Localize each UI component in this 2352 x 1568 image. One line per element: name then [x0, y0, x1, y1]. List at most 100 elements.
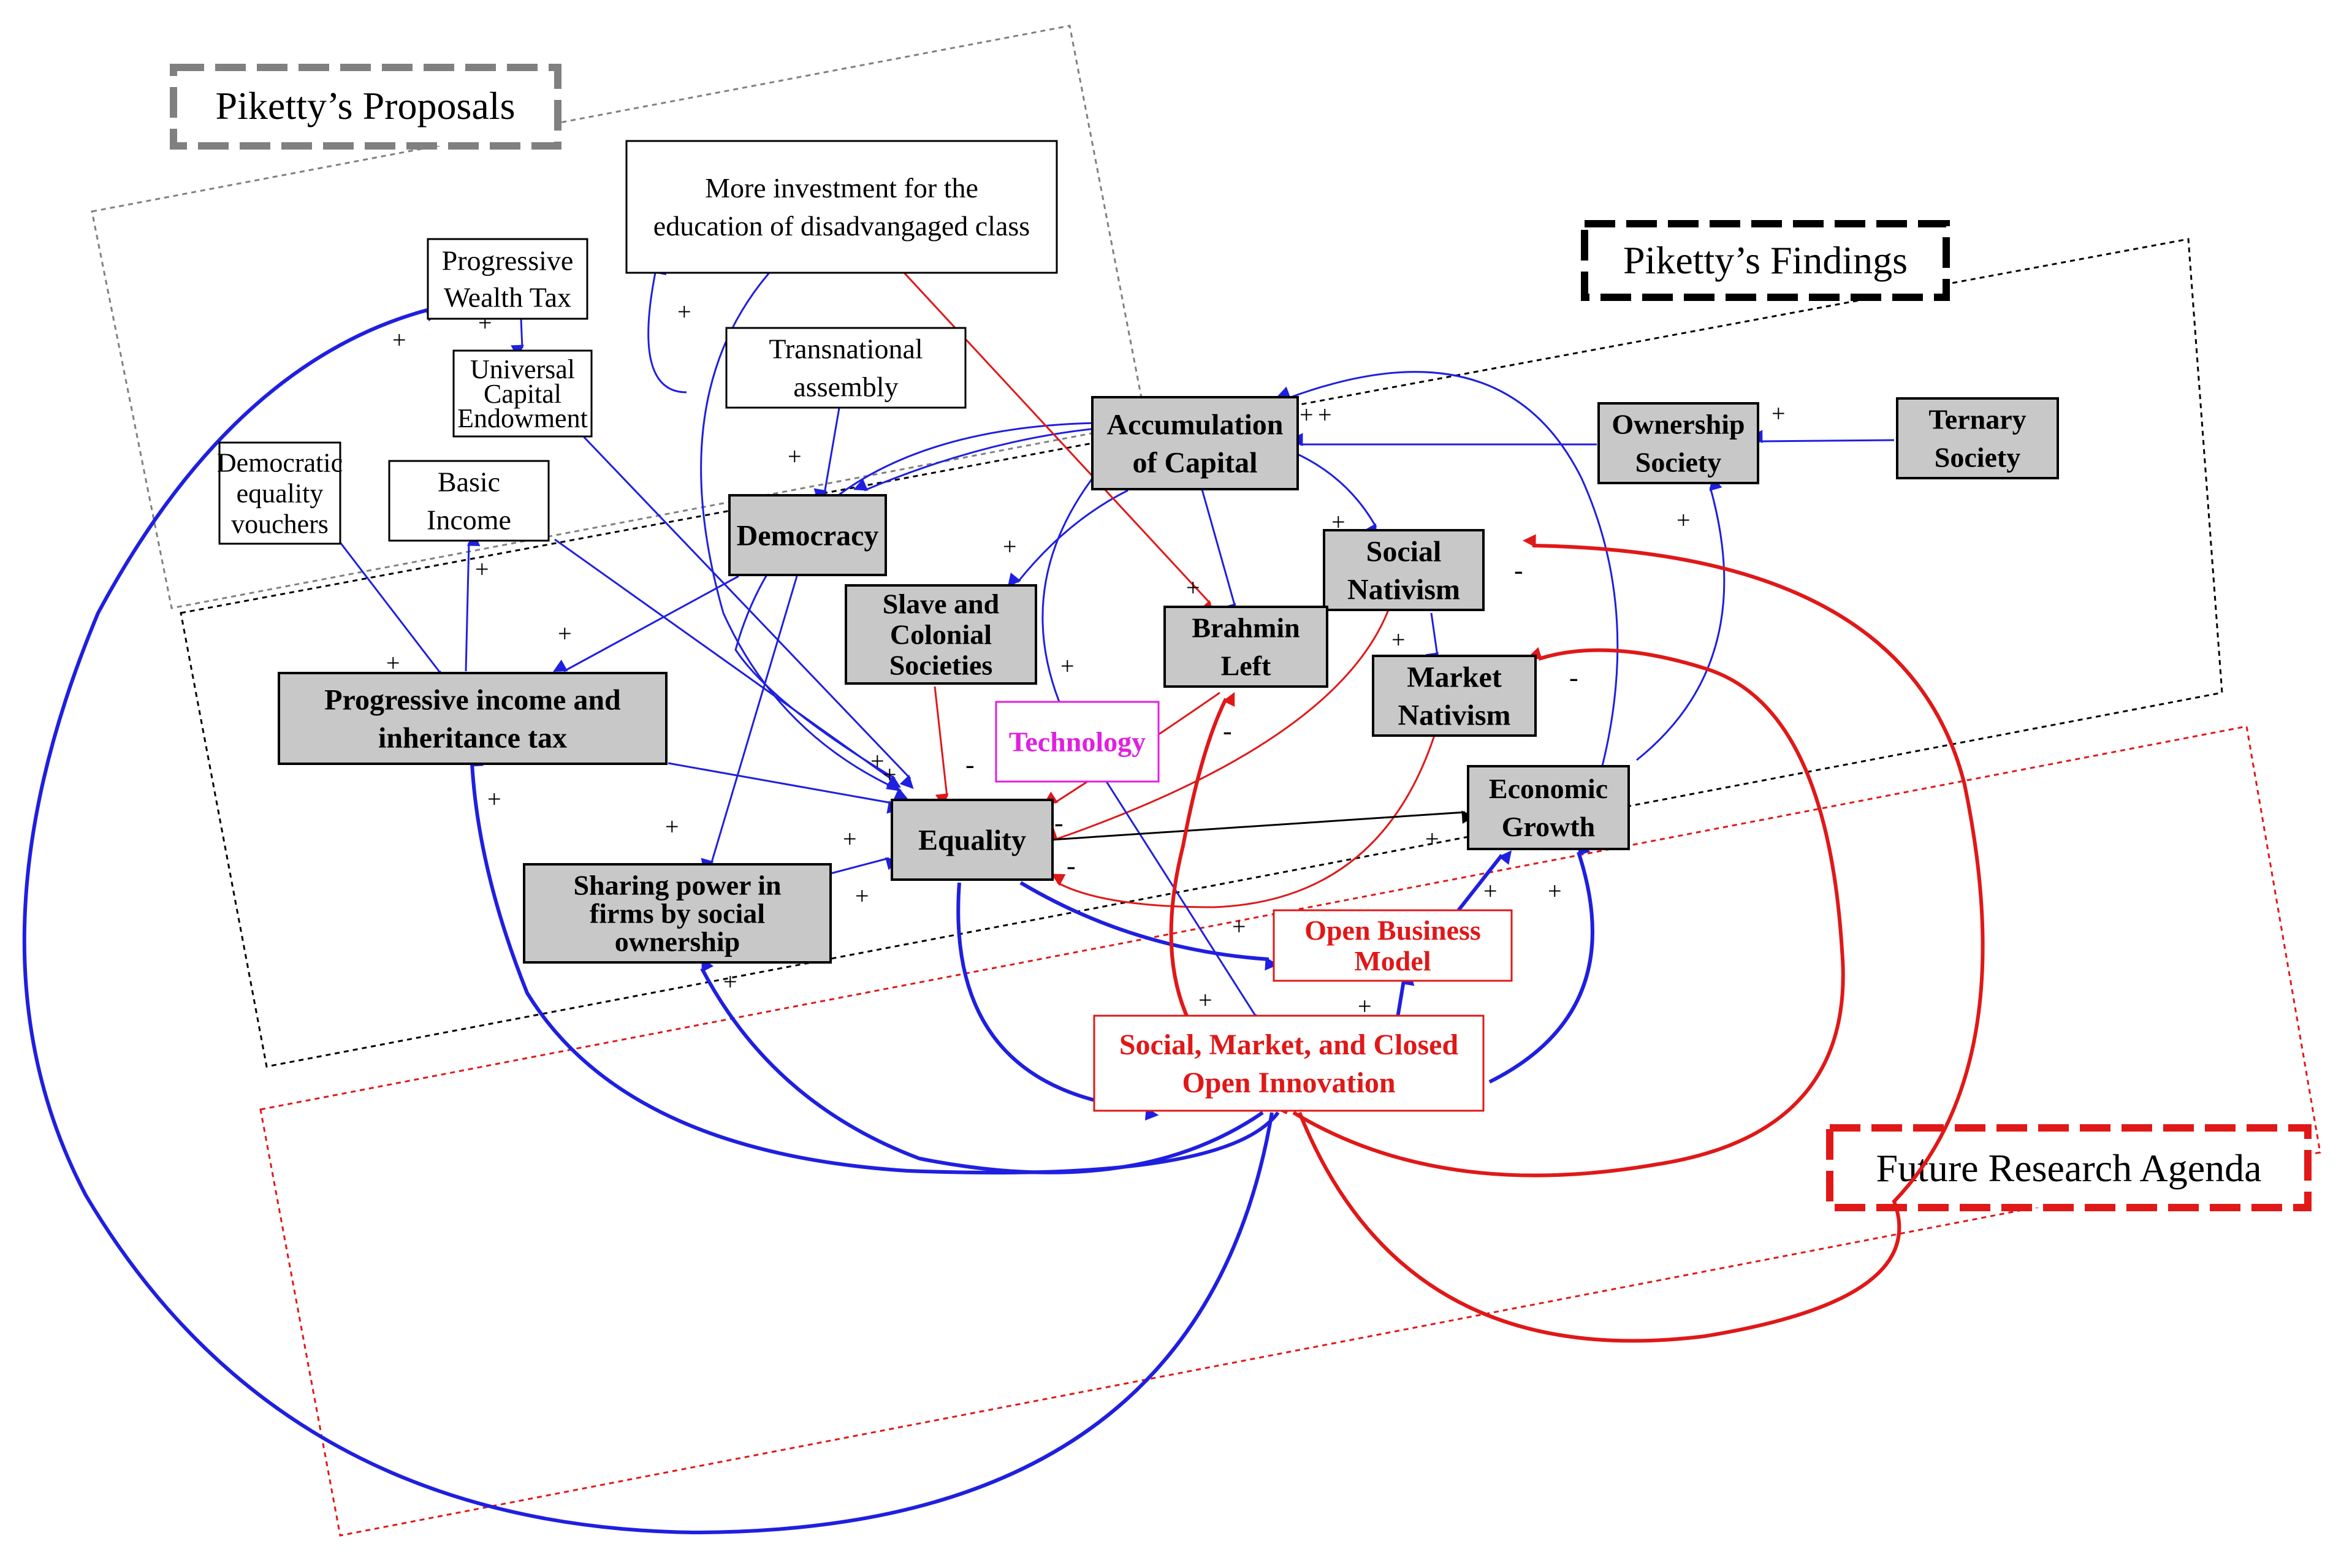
node-label-line: Democratic: [217, 447, 343, 478]
node-label-line: More investment for the: [705, 172, 978, 204]
node-box: [1273, 909, 1513, 982]
link-market-nativism-to-equality: [1051, 735, 1436, 908]
sign: -: [1054, 808, 1064, 838]
link-slave-to-equality: [934, 686, 949, 807]
sign: +: [788, 443, 802, 470]
link-ternary-to-ownership: [1749, 430, 1895, 443]
node-technology: Technology: [995, 701, 1160, 783]
link-equality-to-open-business: [1019, 881, 1279, 971]
node-label-line: Ternary: [1928, 404, 2026, 435]
link-growth-to-accumulation: [1276, 371, 1619, 776]
node-label-line: Universal: [470, 354, 575, 384]
link-wealth-tax-to-endowment: [511, 318, 524, 359]
node-label-line: ownership: [615, 926, 740, 957]
node-label-line: Societies: [889, 650, 993, 681]
link-social-to-market-nativism: [1425, 612, 1439, 667]
link-innovation-to-market-nativism: [1292, 647, 1845, 1178]
node-label-line: Nativism: [1347, 573, 1460, 606]
region-labels: Piketty’s Proposals Piketty’s Findings F…: [170, 64, 2312, 1211]
sign: +: [665, 813, 679, 840]
node-democracy: Democracy: [728, 494, 887, 576]
sign: +: [1300, 401, 1314, 428]
node-box: [427, 238, 588, 320]
link-sharing-power-to-equality: [830, 857, 900, 875]
link-accumulation-to-social-nativism: [1296, 452, 1377, 538]
node-label-line: Growth: [1502, 811, 1596, 842]
link-education-to-equality: [700, 272, 908, 800]
link-accumulation-to-slave: [1007, 489, 1128, 587]
node-box: [452, 349, 593, 438]
proposals-label-text: Piketty’s Proposals: [216, 84, 516, 127]
sign: +: [1331, 508, 1345, 536]
link-innovation-to-social-nativism: [1298, 534, 1985, 1343]
future-region-label: Future Research Agenda: [1826, 1124, 2312, 1211]
node-box: [845, 584, 1037, 685]
sign: -: [1067, 851, 1076, 881]
sign: +: [1483, 877, 1498, 905]
node-box: [1467, 765, 1630, 850]
node-box: [1091, 396, 1299, 490]
sign: +: [843, 825, 857, 853]
future-region-frame: [259, 725, 2321, 1537]
sign: +: [723, 968, 737, 995]
node-label-line: vouchers: [231, 509, 329, 539]
link-technology-to-open-innovation: [1105, 781, 1258, 1029]
sign: +: [1186, 574, 1200, 601]
node-box: [995, 701, 1160, 783]
link-innovation-to-progressive-tax: [470, 753, 1280, 1174]
sign: +: [392, 326, 406, 354]
sign: +: [855, 882, 869, 910]
node-label-line: Transnational: [769, 333, 923, 365]
node-label-line: equality: [237, 478, 324, 508]
node-label-line: Democracy: [737, 519, 879, 552]
sign: +: [558, 620, 572, 647]
sign: -: [965, 750, 975, 780]
link-innovation-to-wealth-tax: [22, 308, 1274, 1535]
findings-label-text: Piketty’s Findings: [1623, 238, 1908, 282]
future-label-text: Future Research Agenda: [1876, 1146, 2261, 1190]
sign: +: [883, 761, 897, 788]
node-box: [1372, 655, 1537, 737]
node-box: [218, 441, 341, 545]
node-box: [1163, 606, 1328, 688]
region-frames: [91, 25, 2321, 1537]
link-equality-to-growth: [1051, 810, 1475, 841]
node-label-line: Open Business: [1304, 915, 1481, 946]
node-label-line: Technology: [1009, 726, 1146, 758]
sign: -: [1223, 716, 1232, 746]
link-endowment-to-equality: [578, 431, 914, 790]
node-label-line: Nativism: [1398, 699, 1511, 731]
sign: +: [1318, 401, 1332, 428]
sign: +: [870, 747, 885, 775]
node-label-line: Endowment: [457, 403, 588, 433]
sign: +: [1358, 992, 1372, 1020]
node-box: [891, 799, 1054, 881]
node-box: [523, 863, 832, 964]
node-label-line: Sharing power in: [573, 870, 781, 901]
node-label-line: Basic: [438, 466, 500, 498]
proposals-region-label: Piketty’s Proposals: [170, 64, 561, 150]
link-basic-income-to-equality: [554, 538, 900, 791]
node-label-line: Brahmin: [1192, 612, 1300, 644]
node-label-line: Social: [1366, 535, 1442, 568]
link-progressive-tax-to-basic-income: [465, 532, 481, 672]
sign: +: [487, 785, 501, 813]
link-social-nativism-to-equality: [1043, 609, 1390, 841]
node-label-line: Left: [1221, 650, 1271, 682]
sign: +: [386, 649, 400, 677]
sign: +: [677, 298, 691, 325]
link-innovation-to-sharing-power: [700, 957, 1264, 1174]
node-label-line: firms by social: [590, 898, 765, 929]
sign: +: [1548, 877, 1562, 905]
sign: +: [1772, 400, 1786, 427]
link-innovation-to-open-business: [1396, 972, 1415, 1018]
